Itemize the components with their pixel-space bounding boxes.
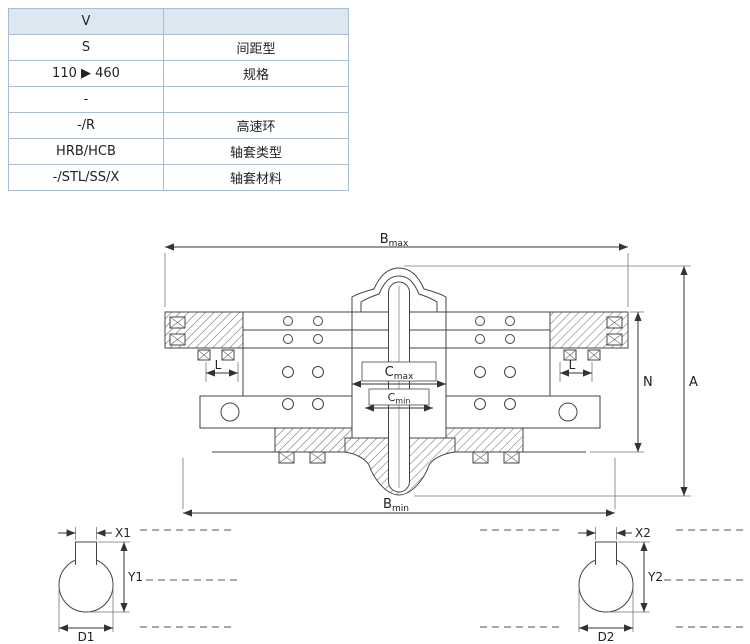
- hub-right: [445, 347, 601, 429]
- dim-a: A: [404, 265, 698, 497]
- dim-label-cmin: Cmin: [388, 391, 411, 406]
- sleeve-bolts: [197, 349, 601, 361]
- shaft-bore-left: X1 Y1 D1: [58, 526, 143, 644]
- spec-value: -: [8, 86, 164, 113]
- table-row: -: [8, 86, 349, 113]
- spec-label: 轴套材料: [163, 164, 349, 191]
- dim-cmin: Cmin: [365, 388, 433, 412]
- table-row: V: [8, 8, 349, 35]
- spec-value: -/STL/SS/X: [8, 164, 164, 191]
- dim-l-left: L: [205, 358, 239, 382]
- dim-label-y2: Y2: [647, 570, 663, 584]
- bolt-nut: [169, 316, 623, 346]
- dim-label-n: N: [643, 375, 653, 390]
- dim-label-l-left: L: [215, 358, 222, 372]
- spec-label: 间距型: [163, 34, 349, 61]
- dim-n: N: [590, 311, 653, 453]
- phantom-lines: [140, 529, 748, 628]
- table-row: -/STL/SS/X 轴套材料: [8, 164, 349, 191]
- spec-table: V S 间距型 110 ▶ 460 规格 - -/R 高速环 HRB/HCB 轴…: [8, 8, 349, 191]
- dim-label-d2: D2: [598, 630, 615, 644]
- table-row: HRB/HCB 轴套类型: [8, 138, 349, 165]
- table-row: S 间距型: [8, 34, 349, 61]
- dim-label-cmax: Cmax: [385, 365, 414, 382]
- lower-blocks: [212, 427, 586, 464]
- dim-cmax: Cmax: [352, 361, 446, 388]
- spec-value: S: [8, 34, 164, 61]
- dim-label-d1: D1: [78, 630, 95, 644]
- table-row: -/R 高速环: [8, 112, 349, 139]
- dim-l-right: L: [559, 358, 593, 382]
- dim-bmax: Bmax: [164, 232, 629, 307]
- dim-label-bmin: Bmin: [383, 497, 409, 514]
- table-row: 110 ▶ 460 规格: [8, 60, 349, 87]
- dim-label-l-right: L: [569, 358, 576, 372]
- spec-label: [163, 8, 349, 35]
- dim-label-x2: X2: [635, 526, 651, 540]
- dim-label-a: A: [689, 375, 698, 390]
- shaft-bore-right: X2 Y2 D2: [578, 526, 663, 644]
- spec-value: V: [8, 8, 164, 35]
- flange-bolt-holes: [283, 316, 515, 344]
- dim-label-y1: Y1: [127, 570, 143, 584]
- dim-bmin: Bmin: [182, 458, 616, 517]
- dim-label-x1: X1: [115, 526, 131, 540]
- dim-label-bmax: Bmax: [380, 232, 409, 249]
- center-grid-element: [388, 281, 410, 493]
- hub-left: [199, 347, 353, 429]
